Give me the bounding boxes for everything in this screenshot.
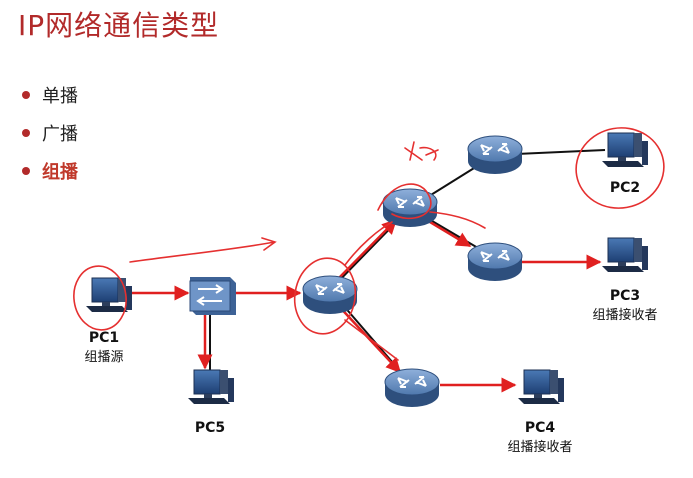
bullet-dot-icon [22, 91, 30, 99]
ink-circle-pc1 [73, 265, 127, 331]
bullet-label: 广播 [42, 124, 78, 145]
flow-r2-r4 [429, 220, 472, 248]
bullet-multicast: 组播 [22, 152, 78, 190]
router-icon [467, 242, 523, 282]
pc-icon [187, 369, 235, 405]
pc3-role: 组播接收者 [592, 307, 657, 323]
pc1-role: 组播源 [84, 350, 123, 365]
ink-stroke-r1-r5 [344, 319, 399, 361]
bullet-list: 单播 广播 组播 [22, 76, 78, 190]
bullet-dot-icon [22, 167, 30, 175]
router-icon [384, 368, 440, 408]
bullet-label: 单播 [42, 86, 78, 107]
network-links [209, 149, 606, 386]
pc3-name: PC3 [610, 288, 640, 304]
pc4-role: 组播接收者 [507, 439, 572, 455]
pc-icon [517, 369, 565, 405]
pc5-name: PC5 [195, 420, 225, 436]
ink-annotations [73, 127, 665, 361]
bullet-unicast: 单播 [22, 76, 78, 114]
router-icon [467, 135, 523, 175]
pc4-name: PC4 [525, 420, 556, 436]
bullet-dot-icon [22, 129, 30, 137]
bullet-label: 组播 [42, 162, 78, 183]
pc2-name: PC2 [610, 180, 640, 196]
switch-icon [189, 277, 236, 315]
pc-icon [601, 237, 649, 273]
pc1-name: PC1 [89, 330, 119, 346]
router-icon [302, 275, 358, 315]
bullet-broadcast: 广播 [22, 114, 78, 152]
pc-icon [601, 132, 649, 168]
flow-r1-r2 [334, 218, 398, 283]
ink-circle-r2 [377, 183, 432, 220]
ink-arrow-top [129, 237, 277, 263]
ink-circle-pc2 [575, 127, 665, 209]
ink-stroke-r2-r4 [429, 211, 486, 229]
ink-scribble [404, 141, 439, 161]
ink-stroke-r1-r2 [344, 221, 393, 266]
ink-circle-r1 [293, 257, 357, 335]
page-title: IP网络通信类型 [18, 9, 220, 42]
